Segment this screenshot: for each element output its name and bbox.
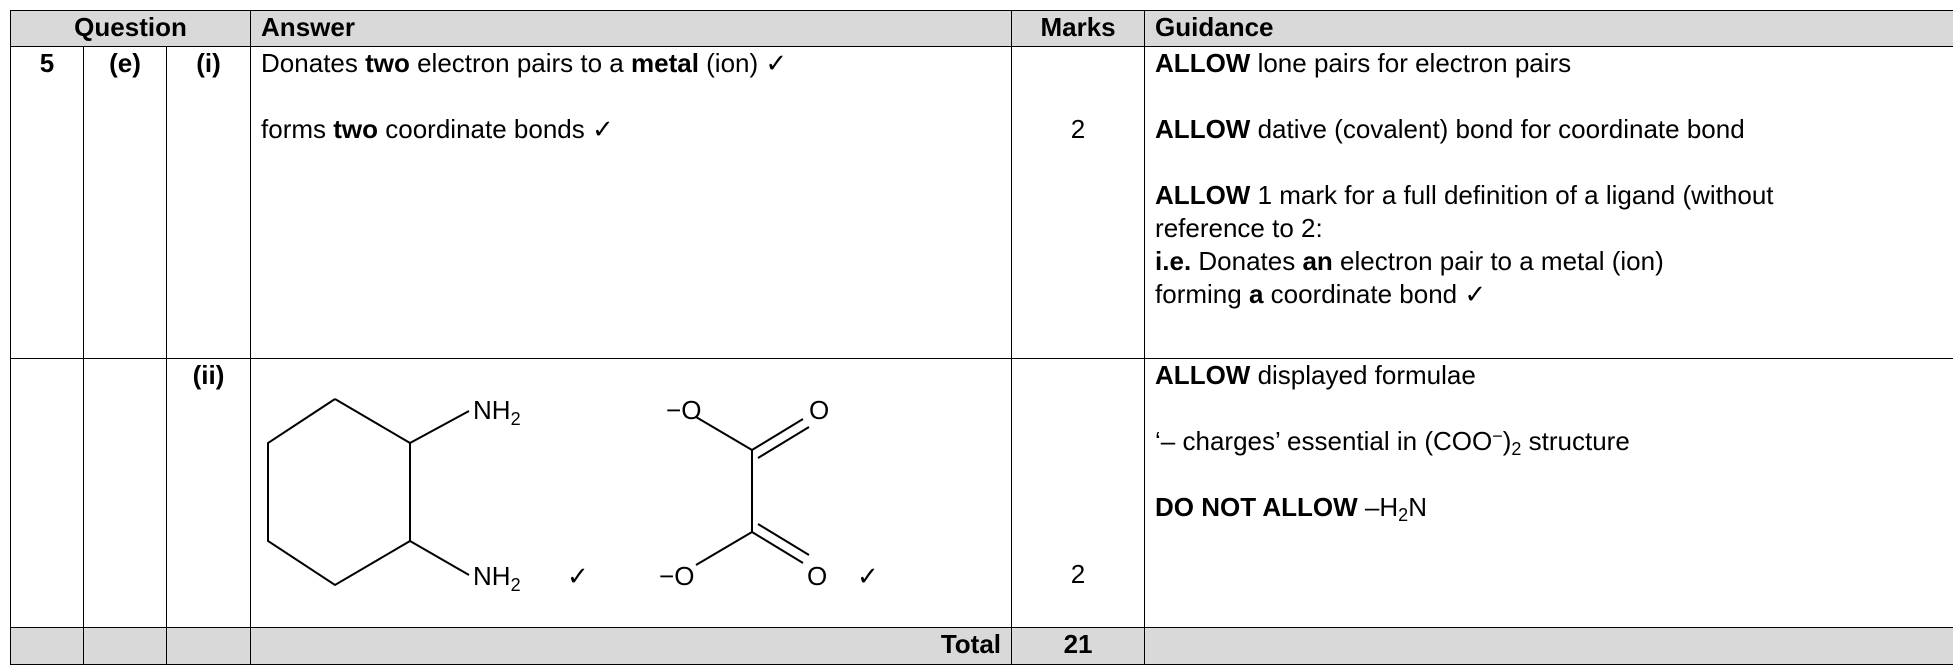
- total-row: Total 21: [10, 627, 1953, 665]
- guidance-line: ALLOW dative (covalent) bond for coordin…: [1155, 114, 1745, 144]
- marks-value: 2: [1070, 559, 1086, 589]
- question-subpart: (i): [165, 46, 252, 359]
- diaminocyclohexane-structure: [267, 398, 470, 587]
- answer-structures-cell: NH2 NH2 ✓ −O O −O: [250, 358, 1013, 628]
- question-number: 5: [10, 46, 84, 359]
- guidance-line: forming a coordinate bond ✓: [1155, 279, 1487, 309]
- oxygen-minus-bottom: −O: [659, 561, 694, 591]
- header-row: Question Answer Marks Guidance: [9, 10, 1953, 47]
- guidance-cell: ALLOW lone pairs for electron pairs ALLO…: [1144, 46, 1953, 359]
- guidance-line: ALLOW 1 mark for a full definition of a …: [1155, 180, 1774, 210]
- guidance-line: DO NOT ALLOW –H2N: [1155, 492, 1427, 525]
- answer-line-1: Donates two electron pairs to a metal (i…: [261, 48, 788, 78]
- marks-cell: 2: [1011, 46, 1146, 359]
- guidance-cell: ALLOW displayed formulae ‘– charges’ ess…: [1144, 358, 1953, 628]
- oxygen-minus-top: −O: [666, 395, 701, 425]
- guidance-line: ALLOW displayed formulae: [1155, 360, 1476, 390]
- tick-mark: ✓: [567, 561, 589, 591]
- total-label: Total: [250, 627, 1013, 665]
- guidance-line: i.e. Donates an electron pair to a metal…: [1155, 246, 1664, 276]
- total-marks: 21: [1011, 627, 1146, 665]
- skeletal-structures: NH2 NH2 ✓ −O O −O: [267, 395, 879, 595]
- question-subpart: (ii): [165, 358, 252, 628]
- table-row: 5 (e) (i) Donates two electron pairs to …: [10, 46, 1953, 359]
- table-row: (ii) NH2 NH2 ✓: [10, 358, 1953, 628]
- guidance-line: reference to 2:: [1155, 213, 1323, 243]
- structure-diagrams: NH2 NH2 ✓ −O O −O: [261, 359, 1001, 599]
- nh2-label-bottom: NH2: [473, 561, 521, 595]
- header-answer: Answer: [250, 10, 1013, 47]
- header-guidance: Guidance: [1144, 10, 1953, 47]
- marks-value: 2: [1070, 114, 1086, 144]
- oxalate-structure: [695, 416, 810, 566]
- header-question: Question: [9, 10, 252, 47]
- nh2-label-top: NH2: [473, 395, 521, 429]
- oxygen-top-right: O: [809, 395, 829, 425]
- tick-mark: ✓: [857, 561, 879, 591]
- answer-cell: Donates two electron pairs to a metal (i…: [250, 46, 1013, 359]
- marks-cell: 2: [1011, 358, 1146, 628]
- guidance-line: ‘– charges’ essential in (COO−)2 structu…: [1155, 426, 1630, 459]
- guidance-line: ALLOW lone pairs for electron pairs: [1155, 48, 1572, 78]
- header-marks: Marks: [1011, 10, 1146, 47]
- question-part: (e): [83, 46, 167, 359]
- mark-scheme-table: Question Answer Marks Guidance 5 (e) (i)…: [9, 10, 1953, 665]
- answer-line-2: forms two coordinate bonds ✓: [261, 114, 614, 144]
- oxygen-bottom-right: O: [807, 561, 827, 591]
